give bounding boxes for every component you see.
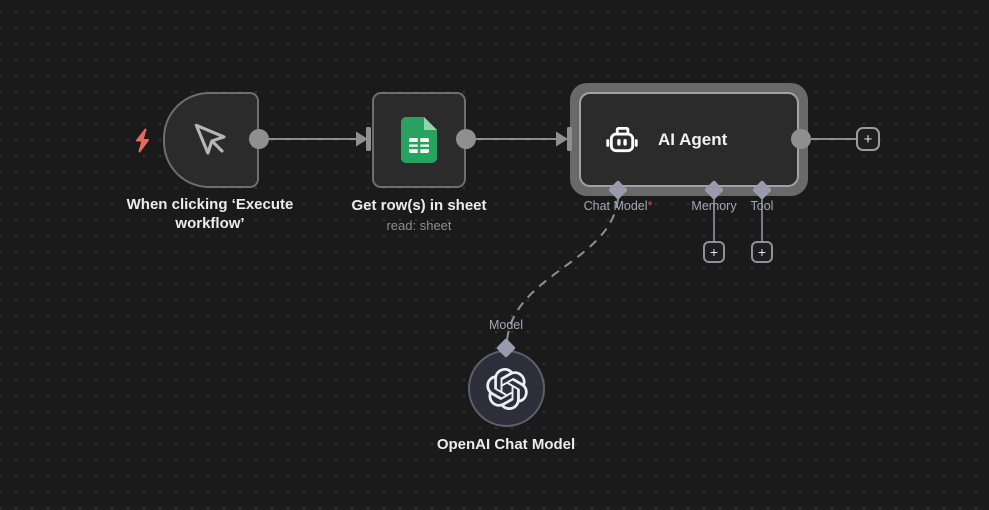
openai-node-title: OpenAI Chat Model [436, 436, 576, 453]
sheets-node-title: Get row(s) in sheet [351, 197, 487, 214]
chat-model-port-label: Chat Model* [558, 199, 678, 213]
node-ai-agent[interactable]: AI Agent [579, 92, 799, 187]
sheets-node-subtitle: read: sheet [386, 218, 452, 233]
add-memory-button[interactable]: + [703, 241, 725, 263]
robot-icon [606, 126, 638, 152]
input-port-bar [366, 127, 371, 151]
input-arrow-icon [556, 131, 568, 147]
agent-node-title: AI Agent [658, 129, 728, 149]
add-node-button[interactable]: + [856, 127, 880, 151]
memory-port-label: Memory [691, 199, 737, 213]
node-ai-agent-selection-ring: AI Agent [570, 83, 808, 196]
node-openai-chat-model[interactable] [468, 350, 545, 427]
google-sheets-icon [401, 117, 437, 163]
trigger-node-title: When clicking ‘Execute workflow’ [126, 196, 294, 233]
openai-logo-icon [485, 367, 528, 410]
mouse-pointer-icon [194, 123, 226, 155]
add-tool-button[interactable]: + [751, 241, 773, 263]
required-asterisk: * [647, 199, 653, 213]
node-google-sheets[interactable] [372, 92, 466, 188]
model-port-label: Model [488, 318, 524, 332]
tool-port-label: Tool [750, 199, 774, 213]
chat-model-label-text: Chat Model [583, 199, 648, 213]
trigger-pin-bolt-icon [131, 127, 154, 159]
input-arrow-icon [356, 131, 368, 147]
node-manual-trigger[interactable] [163, 92, 259, 188]
